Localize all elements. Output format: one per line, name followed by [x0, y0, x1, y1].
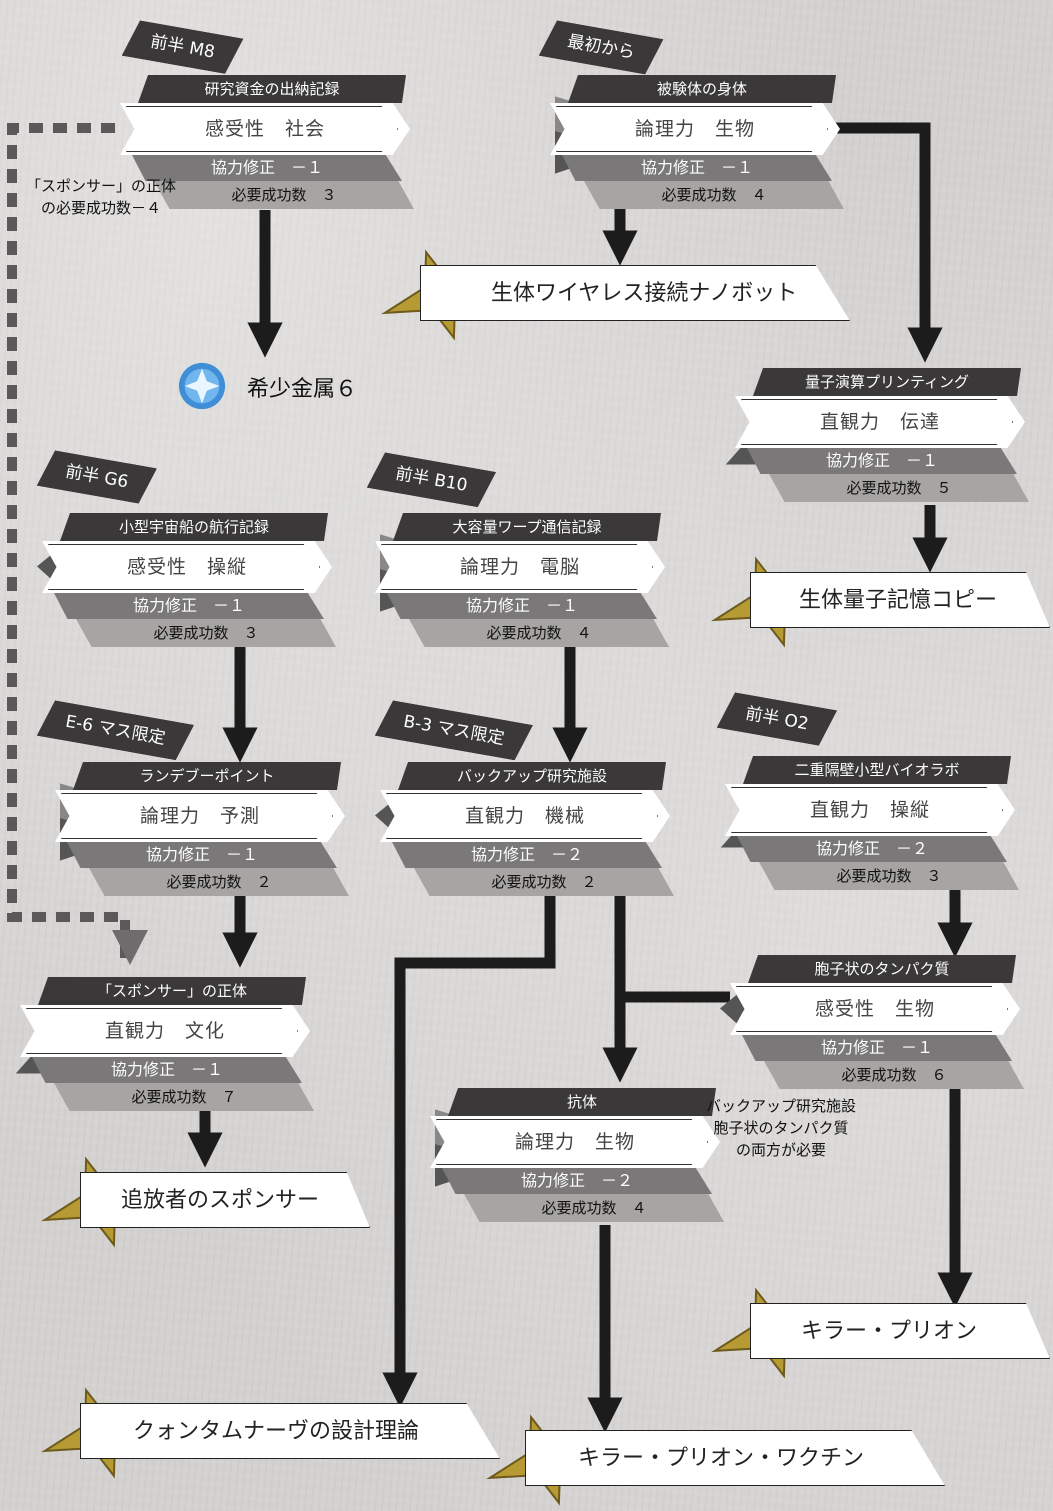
node-title: 二重隔壁小型バイオラボ — [743, 756, 1011, 784]
arrow-backup-nerve — [382, 895, 556, 1408]
node-modifier: 協力修正 －２ — [442, 1168, 712, 1194]
node-modifier: 協力修正 －１ — [562, 155, 832, 181]
node-required: 必要成功数 ５ — [769, 474, 1029, 502]
node-body — [550, 103, 840, 155]
node-required: 必要成功数 ４ — [584, 181, 844, 209]
node-antibody[interactable]: 抗体 論理力 生物 協力修正 －２ 必要成功数 ４ — [430, 1088, 724, 1228]
node-title: ランデブーポイント — [73, 762, 341, 790]
reward-quantum-memory[interactable]: 生体量子記憶コピー — [710, 556, 1053, 648]
reward-label: キラー・プリオン — [750, 1303, 1050, 1359]
node-stat: 直観力 伝達 — [819, 411, 940, 433]
node-modifier: 協力修正 －１ — [32, 1057, 302, 1083]
reward-vaccine[interactable]: キラー・プリオン・ワクチン — [485, 1414, 945, 1506]
node-body — [380, 790, 670, 842]
reward-exile-sponsor[interactable]: 追放者のスポンサー — [40, 1156, 370, 1248]
node-stat: 論理力 生物 — [514, 1131, 635, 1153]
note-line: バックアップ研究施設 — [706, 1097, 857, 1115]
node-title: 小型宇宙船の航行記録 — [60, 513, 328, 541]
node-required: 必要成功数 ３ — [76, 619, 336, 647]
node-modifier: 協力修正 －２ — [392, 842, 662, 868]
reward-label: 生体量子記憶コピー — [750, 572, 1050, 628]
crystal-icon — [178, 362, 226, 410]
node-body — [725, 784, 1015, 836]
reward-label: 生体ワイヤレス接続ナノボット — [420, 265, 850, 321]
node-title: 研究資金の出納記録 — [138, 75, 406, 103]
node-title: 「スポンサー」の正体 — [38, 977, 306, 1005]
node-title: バックアップ研究施設 — [398, 762, 666, 790]
node-modifier: 協力修正 －１ — [132, 155, 402, 181]
rare-metal-label: 希少金属６ — [247, 377, 358, 402]
note-line: 「スポンサー」の正体 — [26, 177, 177, 195]
node-rendezvous[interactable]: ランデブーポイント 論理力 予測 協力修正 －１ 必要成功数 ２ — [55, 762, 349, 902]
node-stat: 論理力 予測 — [139, 805, 260, 827]
node-body — [42, 541, 332, 593]
rare-metal[interactable]: 希少金属６ — [177, 361, 377, 413]
dashed-arrowhead — [112, 930, 148, 965]
node-body — [20, 1005, 310, 1057]
node-body — [375, 541, 665, 593]
node-stat: 直観力 操縦 — [809, 799, 930, 821]
node-modifier: 協力修正 －１ — [54, 593, 324, 619]
reward-quantum-nerve[interactable]: クォンタムナーヴの設計理論 — [40, 1387, 500, 1479]
node-stat: 直観力 文化 — [104, 1020, 225, 1042]
node-modifier: 協力修正 －１ — [67, 842, 337, 868]
node-modifier: 協力修正 －１ — [747, 448, 1017, 474]
node-body — [430, 1116, 720, 1168]
node-title: 量子演算プリンティング — [753, 368, 1021, 396]
node-modifier: 協力修正 －１ — [742, 1035, 1012, 1061]
node-research-funds[interactable]: 研究資金の出納記録 感受性 社会 協力修正 －１ 必要成功数 ３ — [120, 75, 414, 215]
sponsor-note: 「スポンサー」の正体 の必要成功数－４ — [26, 175, 176, 219]
node-required: 必要成功数 ３ — [154, 181, 414, 209]
node-stat: 感受性 生物 — [814, 998, 935, 1020]
node-title: 被験体の身体 — [568, 75, 836, 103]
node-quantum-printing[interactable]: 量子演算プリンティング 直観力 伝達 協力修正 －１ 必要成功数 ５ — [725, 368, 1029, 508]
note-line: の両方が必要 — [736, 1141, 827, 1159]
node-title: 抗体 — [448, 1088, 716, 1116]
node-backup-facility[interactable]: バックアップ研究施設 直観力 機械 協力修正 －２ 必要成功数 ２ — [375, 762, 674, 902]
reward-label: キラー・プリオン・ワクチン — [525, 1430, 945, 1486]
node-body — [735, 396, 1025, 448]
node-bio-lab[interactable]: 二重隔壁小型バイオラボ 直観力 操縦 協力修正 －２ 必要成功数 ３ — [720, 756, 1019, 896]
node-stat: 感受性 社会 — [204, 118, 325, 140]
node-required: 必要成功数 ６ — [764, 1061, 1024, 1089]
node-required: 必要成功数 ２ — [414, 868, 674, 896]
node-sponsor-identity[interactable]: 「スポンサー」の正体 直観力 文化 協力修正 －１ 必要成功数 ７ — [15, 977, 314, 1117]
node-required: 必要成功数 ２ — [89, 868, 349, 896]
node-subject-body[interactable]: 被験体の身体 論理力 生物 協力修正 －１ 必要成功数 ４ — [550, 75, 844, 215]
node-modifier: 協力修正 －２ — [737, 836, 1007, 862]
node-small-ship-log[interactable]: 小型宇宙船の航行記録 感受性 操縦 協力修正 －１ 必要成功数 ３ — [37, 513, 336, 653]
arrow-body-printing — [835, 122, 943, 363]
node-warp-comm-log[interactable]: 大容量ワープ通信記録 論理力 電脳 協力修正 －１ 必要成功数 ４ — [375, 513, 669, 653]
note-line: の必要成功数－４ — [41, 199, 162, 217]
reward-nanobot[interactable]: 生体ワイヤレス接続ナノボット — [380, 249, 850, 341]
node-spore-protein[interactable]: 胞子状のタンパク質 感受性 生物 協力修正 －１ 必要成功数 ６ — [720, 955, 1024, 1095]
antibody-note: バックアップ研究施設 胞子状のタンパク質 の両方が必要 — [706, 1095, 856, 1161]
node-body — [120, 103, 410, 155]
node-stat: 感受性 操縦 — [126, 556, 247, 578]
reward-killer-prion-visible[interactable]: キラー・プリオン — [710, 1287, 1050, 1379]
node-title: 胞子状のタンパク質 — [748, 955, 1016, 983]
node-title: 大容量ワープ通信記録 — [393, 513, 661, 541]
reward-label: クォンタムナーヴの設計理論 — [80, 1403, 500, 1459]
node-required: 必要成功数 ４ — [409, 619, 669, 647]
node-required: 必要成功数 ３ — [759, 862, 1019, 890]
node-stat: 直観力 機械 — [464, 805, 585, 827]
note-line: 胞子状のタンパク質 — [713, 1119, 849, 1137]
node-body — [730, 983, 1020, 1035]
node-body — [55, 790, 345, 842]
node-stat: 論理力 電脳 — [459, 556, 580, 578]
reward-label: 追放者のスポンサー — [80, 1172, 370, 1228]
node-stat: 論理力 生物 — [634, 118, 755, 140]
node-modifier: 協力修正 －１ — [387, 593, 657, 619]
node-required: 必要成功数 ４ — [464, 1194, 724, 1222]
node-required: 必要成功数 ７ — [54, 1083, 314, 1111]
